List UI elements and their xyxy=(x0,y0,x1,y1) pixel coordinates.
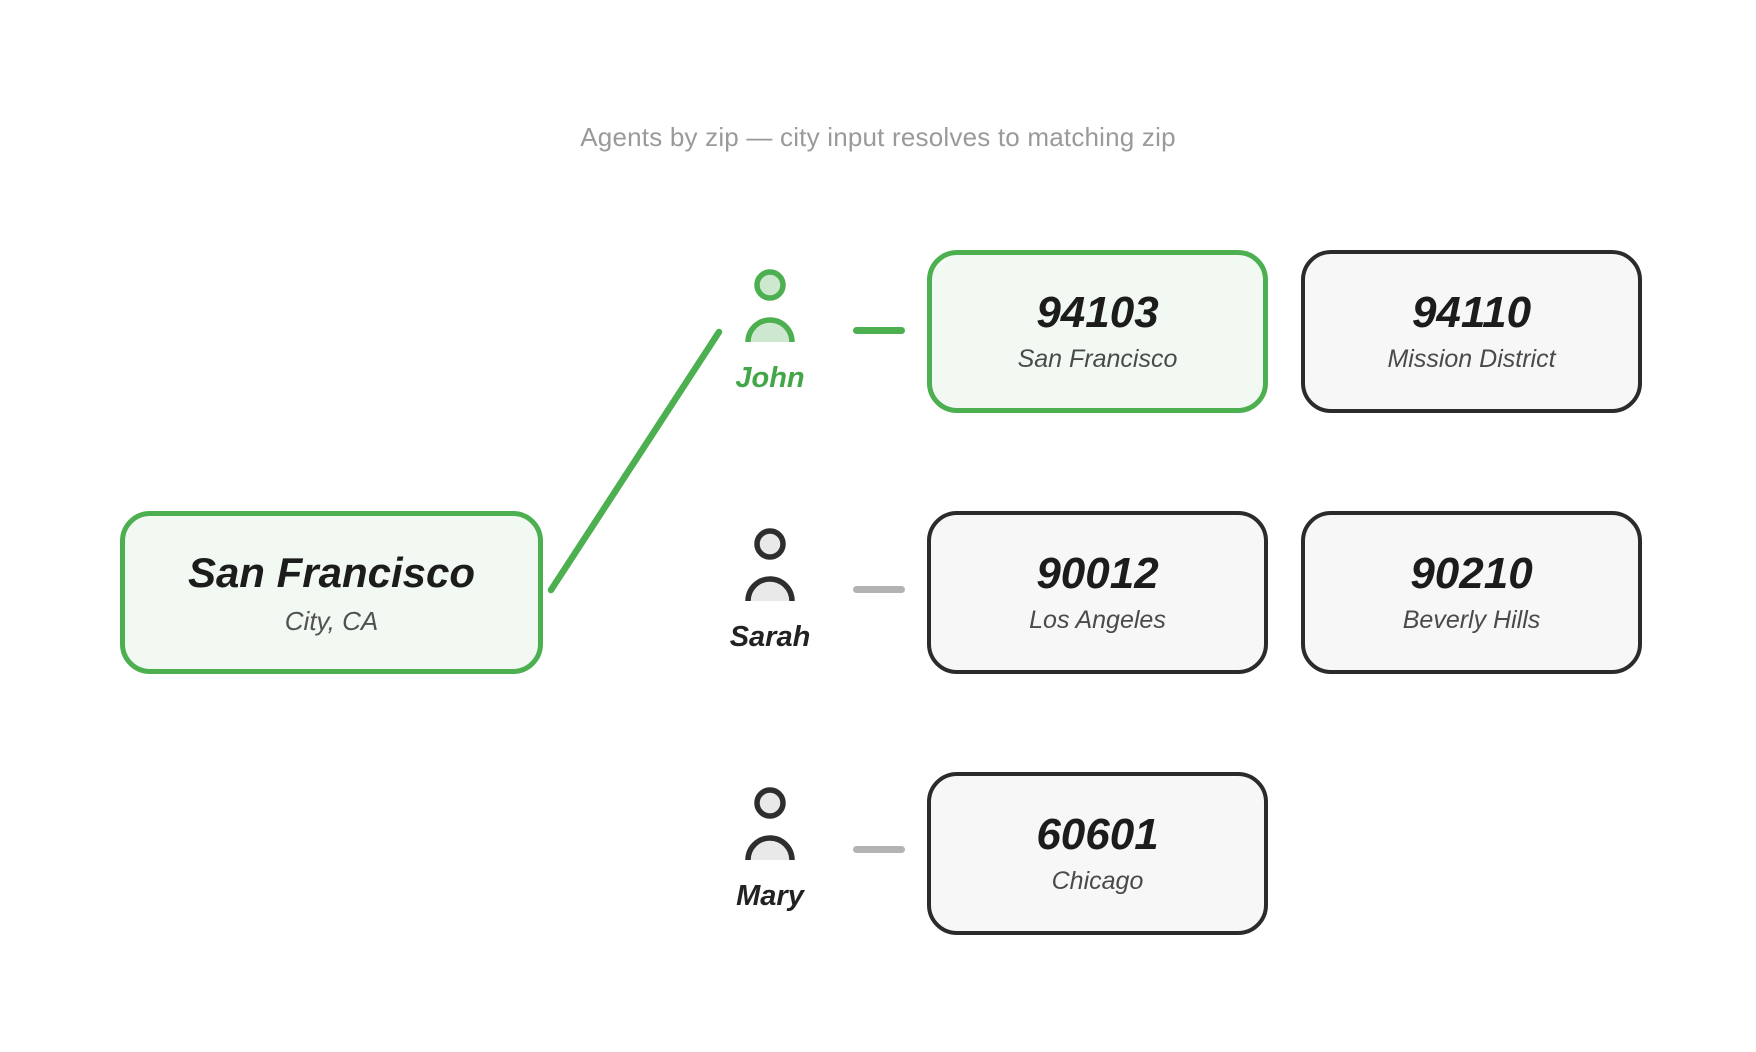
zip-code: 90210 xyxy=(1410,549,1533,598)
zip-node-60601: 60601 Chicago xyxy=(927,772,1268,935)
zip-code: 60601 xyxy=(1036,810,1159,859)
zip-code: 90012 xyxy=(1036,549,1159,598)
person-icon xyxy=(745,787,795,861)
agent-sarah: Sarah xyxy=(688,527,852,652)
connector-sarah-zip xyxy=(853,586,905,593)
zip-city: Beverly Hills xyxy=(1402,606,1541,634)
person-icon xyxy=(745,528,795,602)
zip-node-94103: 94103 San Francisco xyxy=(927,250,1268,413)
connector-john-zip xyxy=(853,327,905,334)
zip-node-94110: 94110 Mission District xyxy=(1301,250,1642,413)
zip-city: Mission District xyxy=(1387,345,1556,373)
zip-code: 94103 xyxy=(1036,288,1159,337)
zip-node-90210: 90210 Beverly Hills xyxy=(1301,511,1642,674)
city-node: San Francisco City, CA xyxy=(120,511,543,674)
city-node-subtitle: City, CA xyxy=(284,605,379,636)
connector-mary-zip xyxy=(853,846,905,853)
zip-city: Chicago xyxy=(1051,867,1144,895)
diagram-title: Agents by zip — city input resolves to m… xyxy=(580,122,1176,152)
agent-john: John xyxy=(688,268,852,393)
agent-name: Sarah xyxy=(729,621,811,653)
agent-name: John xyxy=(735,362,805,394)
zip-city: San Francisco xyxy=(1017,345,1178,373)
agent-mary: Mary xyxy=(688,786,852,911)
city-node-name: San Francisco xyxy=(187,548,476,596)
person-icon xyxy=(745,269,795,343)
agent-name: Mary xyxy=(736,880,804,912)
zip-city: Los Angeles xyxy=(1029,606,1166,634)
zip-code: 94110 xyxy=(1411,288,1532,337)
zip-node-90012: 90012 Los Angeles xyxy=(927,511,1268,674)
